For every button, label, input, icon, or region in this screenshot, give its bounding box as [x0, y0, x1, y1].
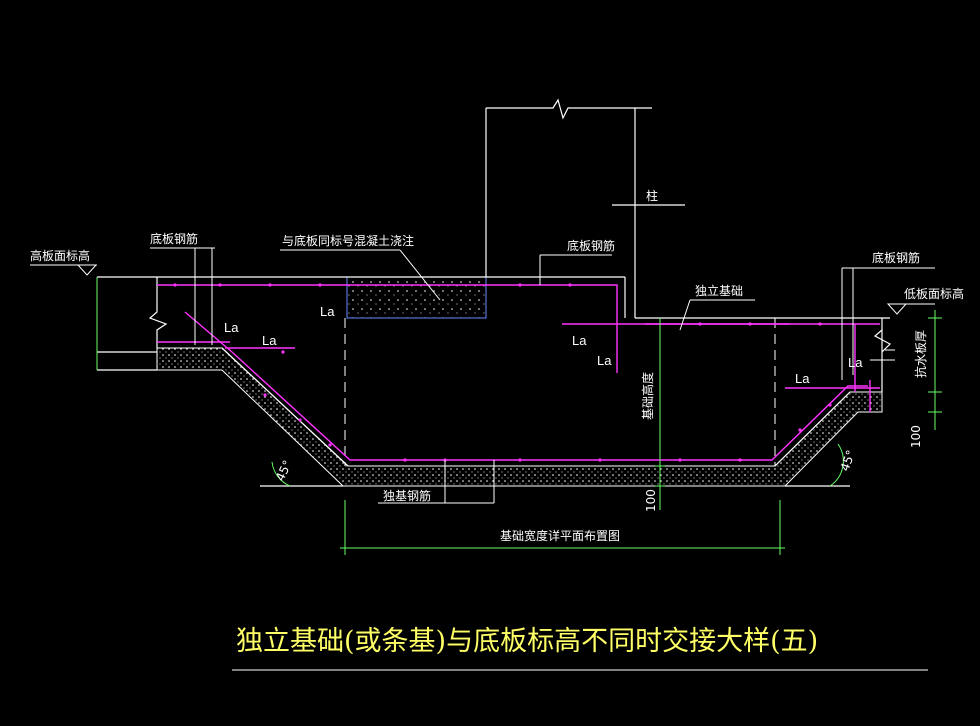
label-la-5: La — [597, 353, 612, 368]
label-la-2: La — [224, 320, 239, 335]
rebar-lines — [157, 284, 880, 461]
infill-concrete — [346, 276, 487, 319]
label-bottom-slab-rebar-mid: 底板钢筋 — [567, 238, 615, 253]
label-isolated-footing: 独立基础 — [695, 283, 743, 298]
drawing-title: 独立基础(或条基)与底板标高不同时交接大样(五) — [236, 626, 818, 657]
label-angle-left: 45° — [273, 458, 295, 483]
label-footing-height: 基础高度 — [640, 372, 655, 420]
label-isolated-footing-rebar: 独基钢筋 — [383, 488, 431, 503]
elevation-marker-high — [76, 264, 98, 276]
label-same-grade-concrete: 与底板同标号混凝土浇注 — [282, 233, 414, 248]
label-footing-width-note: 基础宽度详平面布置图 — [500, 528, 620, 543]
label-la-6: La — [848, 355, 863, 370]
label-la-4: La — [572, 333, 587, 348]
label-low-slab-top-elev: 低板面标高 — [904, 286, 964, 301]
footing-dashed-edges — [344, 318, 776, 466]
label-slab-thickness: 抗水板厚 — [913, 330, 928, 378]
label-la-7: La — [795, 371, 810, 386]
dimension-lines — [96, 277, 942, 555]
label-column: 柱 — [646, 188, 658, 203]
blinding-layer — [156, 347, 883, 487]
leader-lines — [30, 247, 935, 504]
elevation-marker-low — [886, 303, 908, 315]
label-dim-100-right: 100 — [909, 425, 923, 448]
label-angle-right: 45° — [838, 448, 858, 473]
label-dim-100-bottom: 100 — [644, 489, 658, 512]
label-la-3: La — [262, 333, 277, 348]
rebar-dots — [173, 283, 832, 462]
outline-lines — [97, 98, 891, 487]
label-high-slab-top-elev: 高板面标高 — [30, 248, 90, 263]
label-bottom-slab-rebar-left: 底板钢筋 — [150, 231, 198, 246]
label-la-1: La — [320, 304, 335, 319]
label-bottom-slab-rebar-right: 底板钢筋 — [872, 250, 920, 265]
